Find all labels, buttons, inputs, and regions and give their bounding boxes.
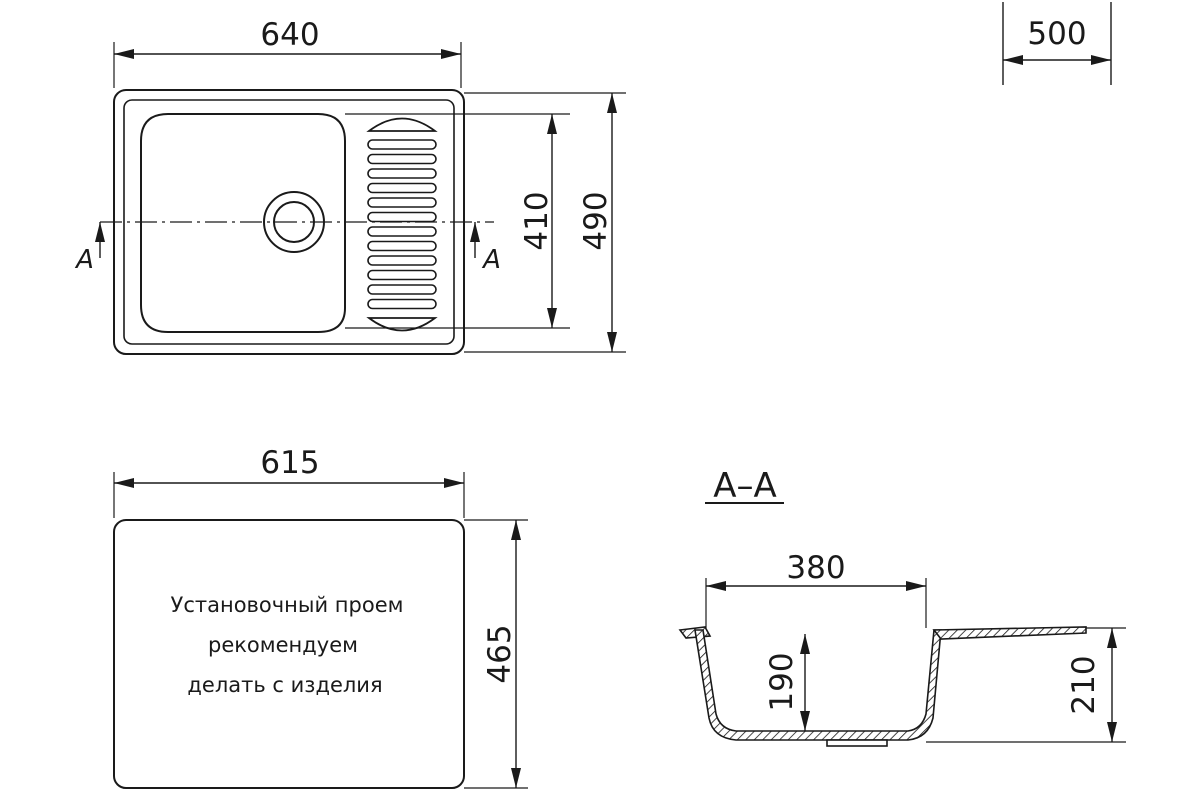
drainboard-groove: [367, 153, 437, 165]
cutout-outline: [113, 519, 465, 789]
section-view: [678, 578, 1126, 747]
cutout-note-line-1: Установочный проем: [171, 593, 404, 617]
section-marker-left: A: [74, 245, 94, 275]
cabinet-dimension: [1002, 2, 1112, 85]
drainboard-top-cap: [366, 117, 438, 132]
section-drainboard: [932, 626, 1087, 640]
drainboard-groove: [367, 269, 437, 281]
section-bowl-wall: [694, 629, 942, 741]
dim-640-label: 640: [260, 17, 319, 53]
cutout-view: [113, 472, 528, 789]
dim-190-label: 190: [764, 652, 800, 711]
cutout-note-line-3: делать с изделия: [187, 673, 382, 697]
section-drain-outlet: [826, 739, 888, 747]
drainboard-bottom-cap: [366, 317, 438, 332]
dim-210-label: 210: [1066, 655, 1102, 714]
drainboard-groove: [367, 284, 437, 295]
drainboard-groove: [367, 226, 437, 237]
cutout-note-line-2: рекомендуем: [208, 633, 358, 657]
bowl-outline: [140, 113, 346, 333]
drainboard-groove: [367, 197, 437, 208]
dim-410-label: 410: [519, 191, 555, 250]
dim-615-label: 615: [260, 445, 319, 481]
section-title: A–A: [713, 466, 777, 506]
drainboard-groove: [367, 168, 437, 179]
top-view: [95, 42, 626, 355]
drainboard-groove: [367, 139, 437, 150]
drainboard-groove: [367, 255, 437, 266]
drainboard-groove: [367, 298, 437, 310]
dim-465-label: 465: [482, 624, 518, 683]
dim-490-label: 490: [578, 191, 614, 250]
drainboard-groove: [367, 211, 437, 223]
drainboard-groove: [367, 182, 437, 194]
dim-500-label: 500: [1027, 16, 1086, 52]
drainboard-groove: [367, 240, 437, 252]
section-marker-right: A: [481, 245, 501, 275]
dim-380-label: 380: [786, 550, 845, 586]
drainboard-grooves: [367, 139, 437, 310]
